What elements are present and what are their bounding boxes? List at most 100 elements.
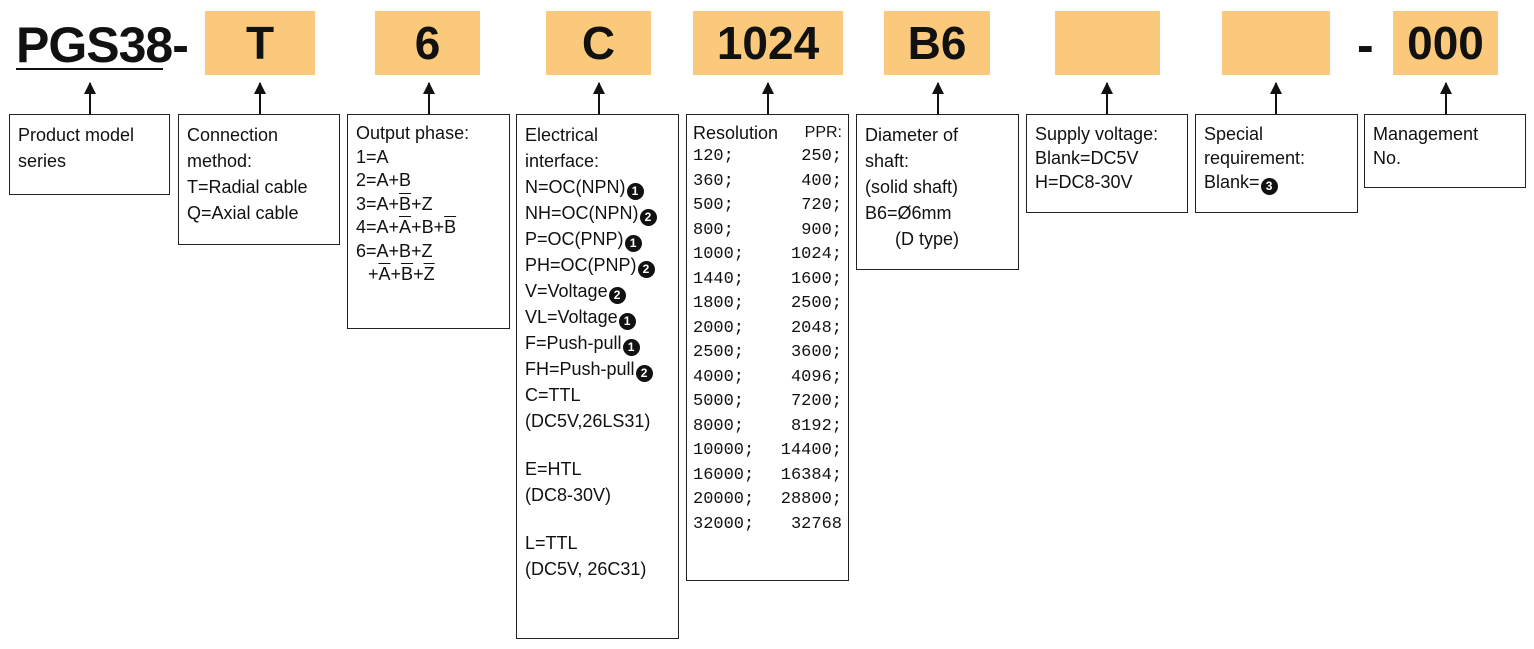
option-text: VL=Voltage [525,307,618,327]
text: + [390,264,402,284]
desc-line: Connection [187,125,279,145]
desc-line: Management [1373,124,1479,144]
resolution-row: 5000; 7200; [693,390,842,415]
code-special [1222,11,1330,75]
note-marker-icon: 3 [1260,177,1278,195]
resolution-row: 1800;2500; [693,292,842,317]
resolution-header: Resolution PPR: [693,121,842,145]
arrow-connection [254,82,266,114]
desc-line: Output phase: [356,123,470,143]
option-text: P=OC(PNP) [525,229,624,249]
desc-line: No. [1373,148,1402,168]
desc-supply-voltage: Supply voltage: Blank=DC5V H=DC8-30V [1026,114,1188,213]
resolution-row: 10000; 14400; [693,439,842,464]
desc-line: Blank=DC5V [1035,148,1139,168]
text: +B+ [411,217,445,237]
desc-line: Supply voltage: [1035,124,1159,144]
resolution-value-right: 4096; [790,367,842,387]
note-marker-icon: 2 [635,364,653,382]
product-series-label: PGS38- [16,17,189,73]
resolution-value-right: 1600; [790,269,842,289]
desc-management-no: Management No. [1364,114,1526,188]
resolution-value-left: 2500; [693,343,745,362]
electrical-option: P=OC(PNP)1 [525,226,670,252]
resolution-value-right: 900; [801,220,842,240]
resolution-value-right: 14400; [780,441,842,460]
desc-line: E=HTL [525,459,582,479]
resolution-value-right: 2500; [790,294,842,313]
desc-line: method: [187,151,253,171]
desc-connection-method: Connection method: T=Radial cable Q=Axia… [178,114,340,245]
note-marker-icon: 1 [618,312,636,330]
inverted-signal: A [378,264,391,284]
arrow-resolution [762,82,774,114]
desc-line: H=DC8-30V [1035,172,1133,192]
resolution-row: 360;400; [693,170,842,195]
resolution-value-left: 5000; [693,392,745,411]
desc-shaft-diameter: Diameter of shaft: (solid shaft) B6=Ø6mm… [856,114,1019,270]
desc-line: Product model [18,125,135,145]
resolution-value-left: 16000; [693,465,755,485]
text: + [413,264,424,284]
note-marker-icon: 1 [624,234,642,252]
code-management: 000 [1393,11,1498,75]
arrow-management [1440,82,1452,114]
desc-line: 2=A+B [356,170,412,190]
resolution-value-right: 16384; [780,465,842,485]
resolution-value-left: 10000; [693,441,755,460]
resolution-value-right: 2048; [790,318,842,338]
resolution-value-left: 500; [693,196,734,215]
resolution-value-right: 7200; [790,392,842,411]
option-text: NH=OC(NPN) [525,203,639,223]
desc-line: series [18,151,67,171]
option-text: N=OC(NPN) [525,177,626,197]
series-underline [16,68,163,70]
desc-line: (solid shaft) [865,177,959,197]
resolution-value-right: 8192; [790,416,842,436]
desc-line: Blank=3 [1204,170,1349,195]
desc-special-requirement: Special requirement: Blank=3 [1195,114,1358,213]
resolution-value-left: 20000; [693,490,755,509]
resolution-row: 32000;32768 [693,513,842,538]
inverted-signal: Z [423,264,435,284]
desc-output-phase: Output phase: 1=A 2=A+B 3=A+B+Z 4=A+A+B+… [347,114,510,329]
resolution-value-right: 3600; [790,343,842,362]
option-text: FH=Push-pull [525,359,635,379]
arrow-series [84,82,96,114]
resolution-rows: 120;250;360;400;500;720;800;900;1000;102… [693,145,842,537]
code-electrical: C [546,11,651,75]
desc-line: (DC8-30V) [525,485,612,505]
resolution-row: 2000;2048; [693,317,842,342]
resolution-value-left: 4000; [693,367,745,387]
arrow-shaft [932,82,944,114]
desc-line: Electrical [525,125,599,145]
resolution-row: 2500; 3600; [693,341,842,366]
resolution-row: 120;250; [693,145,842,170]
resolution-row: 8000;8192; [693,415,842,440]
resolution-value-right: 1024; [790,245,842,264]
text: + [368,264,379,284]
desc-line: (DC5V, 26C31) [525,559,647,579]
text: 3=A+ [356,193,400,214]
resolution-row: 4000; 4096; [693,366,842,391]
desc-line: (D type) [895,229,960,249]
desc-line: C=TTL [525,385,581,405]
option-text: V=Voltage [525,281,608,301]
desc-line: 3=A+B+Z [356,193,501,217]
desc-line: shaft: [865,151,910,171]
desc-line: T=Radial cable [187,177,308,197]
arrow-supply [1101,82,1113,114]
resolution-unit: PPR: [804,124,842,141]
code-connection: T [205,11,315,75]
resolution-row: 500;720; [693,194,842,219]
code-supply [1055,11,1160,75]
electrical-option: NH=OC(NPN)2 [525,200,670,226]
code-shaft: B6 [884,11,990,75]
desc-line: Special [1204,124,1264,144]
